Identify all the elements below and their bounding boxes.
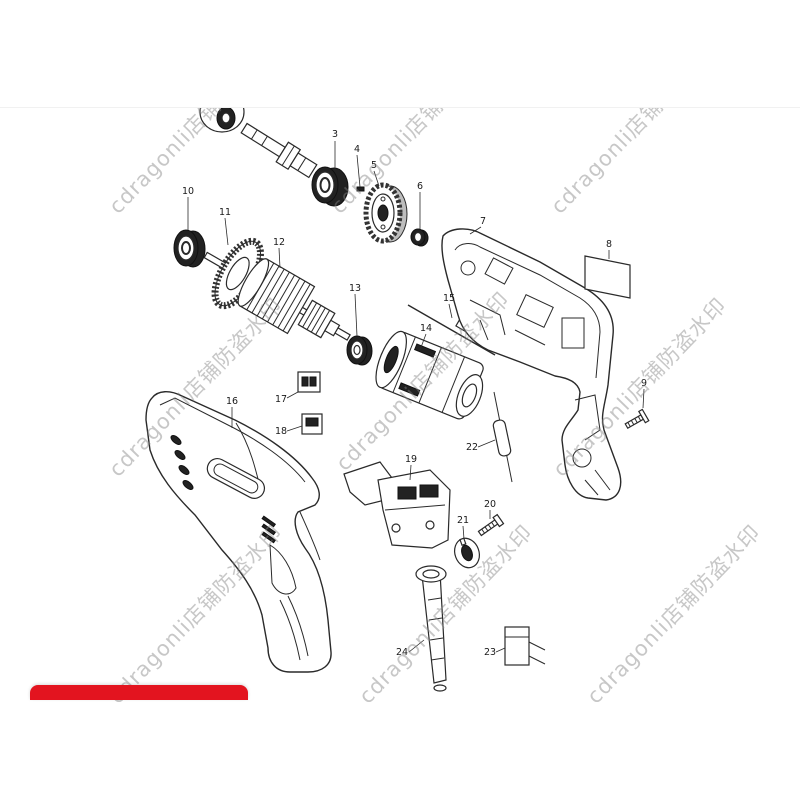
callout-8: 8 (606, 239, 612, 250)
housing-right-part-7 (441, 228, 622, 501)
callout-14: 14 (420, 323, 432, 334)
gear-part-5 (363, 182, 408, 244)
callout-labels: 3 4 5 6 7 8 9 10 11 12 13 14 15 16 17 18… (182, 129, 647, 658)
callout-24: 24 (396, 647, 408, 658)
callout-16: 16 (226, 396, 238, 407)
armature-part-12 (237, 258, 341, 339)
vent-slot (170, 435, 182, 445)
stator-part-14 (375, 330, 484, 420)
callout-4: 4 (354, 144, 360, 155)
callout-6: 6 (417, 181, 423, 192)
vent-slot (174, 450, 186, 460)
callout-22: 22 (466, 442, 478, 453)
side-handle-part-24 (415, 565, 447, 692)
callout-10: 10 (182, 186, 194, 197)
brush-part-18 (301, 413, 323, 435)
screw-part-20 (477, 513, 505, 537)
key-part-4 (356, 186, 365, 192)
armature-assembly (203, 237, 351, 341)
callout-7: 7 (480, 216, 486, 227)
callout-11: 11 (219, 207, 231, 218)
component-part-23 (504, 626, 546, 666)
callout-21: 21 (457, 515, 469, 526)
callout-19: 19 (405, 454, 417, 465)
top-blank-area (0, 0, 800, 108)
vent-slot (182, 480, 194, 490)
callout-23: 23 (484, 647, 496, 658)
callout-13: 13 (349, 283, 361, 294)
callout-5: 5 (371, 160, 377, 171)
ring-part-6 (410, 228, 429, 247)
callout-20: 20 (484, 499, 496, 510)
housing-left-part-16 (145, 391, 332, 673)
label-plate-part-8 (584, 255, 631, 299)
bearing-part-3 (311, 166, 349, 207)
chuck-part (199, 108, 245, 133)
screw-part-9 (624, 408, 650, 430)
watermark-text: cdragonli店铺防盗水印 (582, 520, 765, 708)
callout-9: 9 (641, 378, 647, 389)
leader-lines (187, 141, 645, 653)
callout-17: 17 (275, 394, 287, 405)
watermark-text: cdragonli店铺防盗水印 (104, 520, 287, 708)
red-banner[interactable] (30, 685, 248, 700)
watermark-text: cdragonli店铺防盗水印 (331, 287, 514, 475)
brush-holder-part-17 (297, 371, 321, 393)
bearing-part-13 (346, 335, 373, 366)
bearing-part-10 (173, 229, 206, 268)
callout-12: 12 (273, 237, 285, 248)
vent-slot (178, 465, 190, 475)
callout-18: 18 (275, 426, 287, 437)
housing-window (206, 458, 266, 499)
switch-part-19 (343, 461, 451, 549)
diagram-area: 3 4 5 6 7 8 9 10 11 12 13 14 15 16 17 18… (104, 108, 765, 708)
callout-15: 15 (443, 293, 455, 304)
ring-part-21 (454, 537, 480, 569)
callout-3: 3 (332, 129, 338, 140)
capacitor-part-22 (492, 391, 513, 483)
spindle-part (240, 122, 318, 179)
